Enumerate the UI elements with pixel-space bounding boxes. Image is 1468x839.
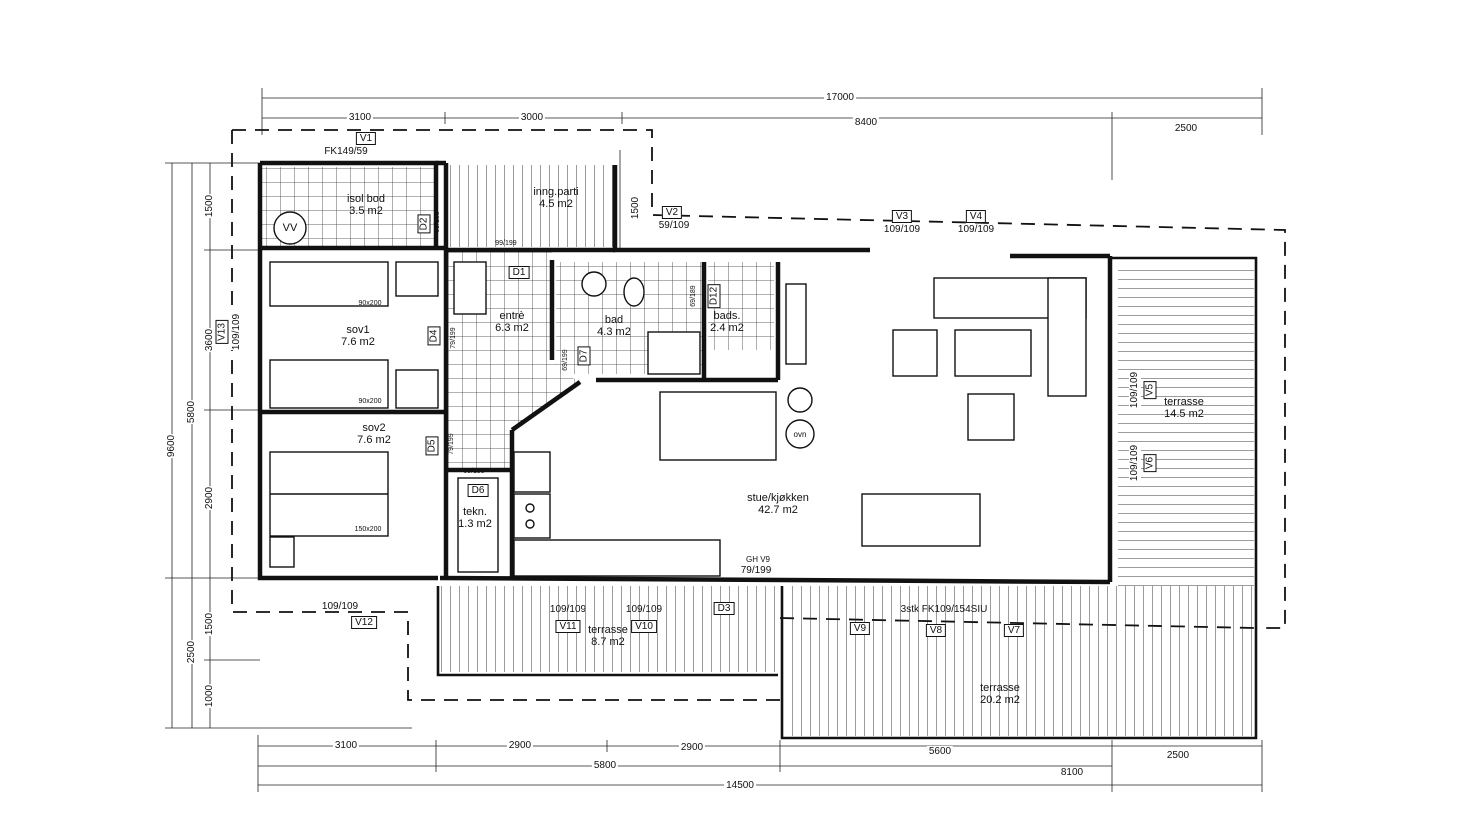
note-v12-size: 109/109 [321, 601, 359, 612]
tag-v6: V6 [1143, 453, 1157, 473]
note-v4-size: 109/109 [957, 224, 995, 235]
fixture-vv: VV [282, 222, 298, 234]
tag-v4: V4 [965, 210, 987, 223]
dim-left-e: 2900 [204, 485, 216, 511]
tag-v12: V12 [351, 616, 377, 629]
note-v11-size: 109/109 [549, 604, 587, 615]
note-d5-size: 79/199 [448, 433, 455, 455]
dim-bottom-f: 5800 [591, 760, 619, 772]
tag-v5: V5 [1143, 380, 1157, 400]
dim-left-h: 1000 [204, 683, 216, 709]
dim-top-d: 2500 [1172, 123, 1200, 135]
tag-v11: V11 [555, 620, 581, 633]
note-v3-size: 109/109 [883, 224, 921, 235]
note-d1-size: 99/199 [495, 240, 517, 247]
dim-left-b: 3600 [204, 327, 216, 353]
note-d3-size: GH V9 [745, 555, 771, 564]
note-d12-size: 69/189 [690, 285, 697, 307]
note-v13-size: 109/109 [231, 313, 243, 351]
dim-top-c: 8400 [852, 117, 880, 129]
dim-bottom-b: 2900 [506, 740, 534, 752]
tag-d6: D6 [467, 484, 489, 497]
note-fk149: FK149/59 [324, 146, 368, 157]
tag-d1: D1 [508, 266, 530, 279]
dim-bottom-g: 8100 [1058, 767, 1086, 779]
tag-d2: D2 [417, 214, 431, 234]
walls [257, 160, 1113, 585]
bed-label-2: 90x200 [358, 398, 382, 405]
furniture [269, 261, 1087, 577]
dim-mid-1500: 1500 [630, 195, 642, 221]
tag-v8: V8 [925, 624, 947, 637]
tag-v3: V3 [891, 210, 913, 223]
dim-left-a: 1500 [204, 193, 216, 219]
tag-v1: V1 [355, 132, 377, 145]
room-tekn: tekn.1.3 m2 [458, 506, 492, 530]
fixture-ovn: ovn [793, 430, 807, 439]
bed-label-3: 150x200 [354, 526, 382, 533]
dim-bottom-c: 2900 [678, 742, 706, 754]
fixtures [273, 211, 815, 529]
note-d2-size: 69/189 [434, 211, 441, 233]
tag-d3: D3 [713, 602, 735, 615]
note-v2-size: 59/109 [658, 220, 690, 231]
dim-left-g: 2500 [186, 639, 198, 665]
dim-bottom-d: 5600 [926, 746, 954, 758]
bed-label-1: 90x200 [358, 300, 382, 307]
dim-left-f: 1500 [204, 611, 216, 637]
dim-top-a: 3100 [346, 112, 374, 124]
note-d7-size: 69/199 [562, 349, 569, 371]
note-d6-size: 69/199 [463, 468, 485, 475]
tag-d7: D7 [577, 346, 591, 366]
tag-d4: D4 [427, 326, 441, 346]
tag-v10: V10 [631, 620, 657, 633]
tag-v13: V13 [215, 320, 229, 344]
dim-bottom-e: 2500 [1164, 750, 1192, 762]
tag-v7: V7 [1003, 624, 1025, 637]
dim-bottom-total: 14500 [724, 780, 756, 792]
tag-v2: V2 [661, 206, 683, 219]
tag-d12: D12 [707, 283, 721, 309]
note-d3-sub: 79/199 [740, 565, 772, 576]
note-d4-size: 79/199 [450, 327, 457, 349]
tag-d5: D5 [425, 436, 439, 456]
note-v10-size: 109/109 [625, 604, 663, 615]
room-bads: bads.2.4 m2 [710, 310, 744, 334]
note-v5-size: 109/109 [1129, 371, 1141, 409]
dim-top-b: 3000 [518, 112, 546, 124]
note-v6-size: 109/109 [1129, 444, 1141, 482]
dim-bottom-a: 3100 [332, 740, 360, 752]
dim-top-total: 17000 [824, 92, 856, 104]
note-fk109: 3stk FK109/154SIU [900, 604, 988, 615]
dim-left-c: 5800 [186, 399, 198, 425]
dim-left-d: 9600 [166, 433, 178, 459]
terrace-frames [436, 256, 1258, 740]
tag-v9: V9 [849, 622, 871, 635]
